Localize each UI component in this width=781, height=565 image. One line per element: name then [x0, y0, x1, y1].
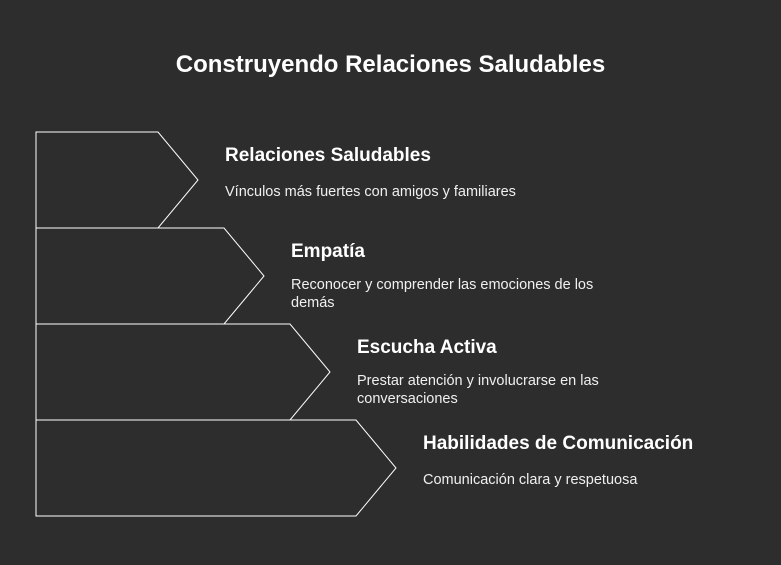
level-heading: Relaciones Saludables	[225, 145, 431, 166]
diagram-title: Construyendo Relaciones Saludables	[175, 51, 606, 78]
level-heading: Escucha Activa	[357, 337, 497, 358]
level-shape-empatia	[35, 227, 265, 325]
level-shape-escucha	[35, 323, 331, 421]
level-heading: Habilidades de Comunicación	[423, 433, 694, 454]
level-shape-relaciones	[35, 131, 199, 229]
level-description: Prestar atención y involucrarse en las c…	[357, 373, 599, 407]
level-description: Comunicación clara y respetuosa	[423, 472, 638, 488]
level-description: Reconocer y comprender las emociones de …	[291, 277, 594, 311]
level-shape-comunicacion	[35, 419, 397, 517]
level-heading: Empatía	[291, 241, 365, 262]
level-description: Vínculos más fuertes con amigos y famili…	[225, 184, 516, 200]
